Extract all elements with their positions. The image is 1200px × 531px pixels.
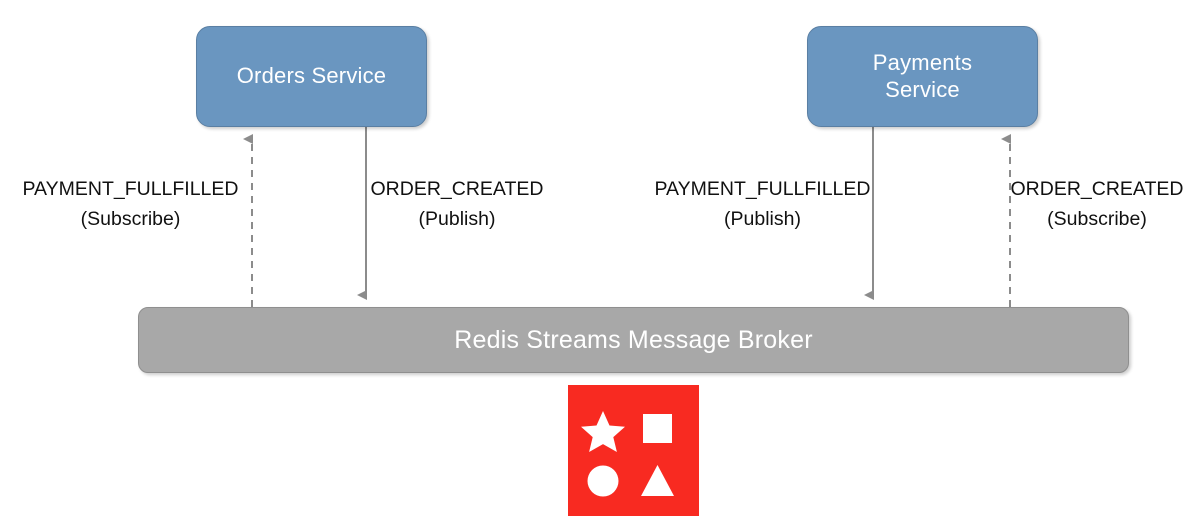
square-icon bbox=[643, 414, 672, 443]
payments-service-node[interactable]: Payments Service bbox=[807, 26, 1038, 127]
edge-mode: (Publish) bbox=[724, 208, 801, 231]
edge-topic: PAYMENT_FULLFILLED bbox=[654, 178, 871, 200]
edge-topic: PAYMENT_FULLFILLED bbox=[22, 178, 239, 200]
message-broker-node[interactable]: Redis Streams Message Broker bbox=[138, 307, 1129, 373]
edge-label-payments-publish: PAYMENT_FULLFILLED (Publish) bbox=[650, 174, 875, 234]
star-icon bbox=[581, 411, 625, 452]
message-broker-label: Redis Streams Message Broker bbox=[454, 325, 813, 354]
triangle-icon bbox=[641, 465, 674, 496]
orders-service-node[interactable]: Orders Service bbox=[196, 26, 427, 127]
redis-logo-shapes bbox=[581, 411, 674, 497]
payments-service-label: Payments Service bbox=[872, 49, 973, 102]
redis-logo bbox=[568, 385, 699, 516]
edge-label-orders-subscribe: PAYMENT_FULLFILLED (Subscribe) bbox=[8, 174, 253, 234]
edge-label-orders-publish: ORDER_CREATED (Publish) bbox=[368, 174, 546, 234]
edge-label-payments-subscribe: ORDER_CREATED (Subscribe) bbox=[1008, 174, 1186, 234]
edge-topic: ORDER_CREATED bbox=[1010, 178, 1184, 200]
edge-mode: (Subscribe) bbox=[1047, 208, 1147, 231]
circle-icon bbox=[587, 465, 619, 497]
orders-service-label: Orders Service bbox=[236, 63, 387, 89]
edge-topic: ORDER_CREATED bbox=[370, 178, 544, 200]
edge-mode: (Subscribe) bbox=[80, 208, 181, 231]
edge-mode: (Publish) bbox=[418, 208, 496, 231]
